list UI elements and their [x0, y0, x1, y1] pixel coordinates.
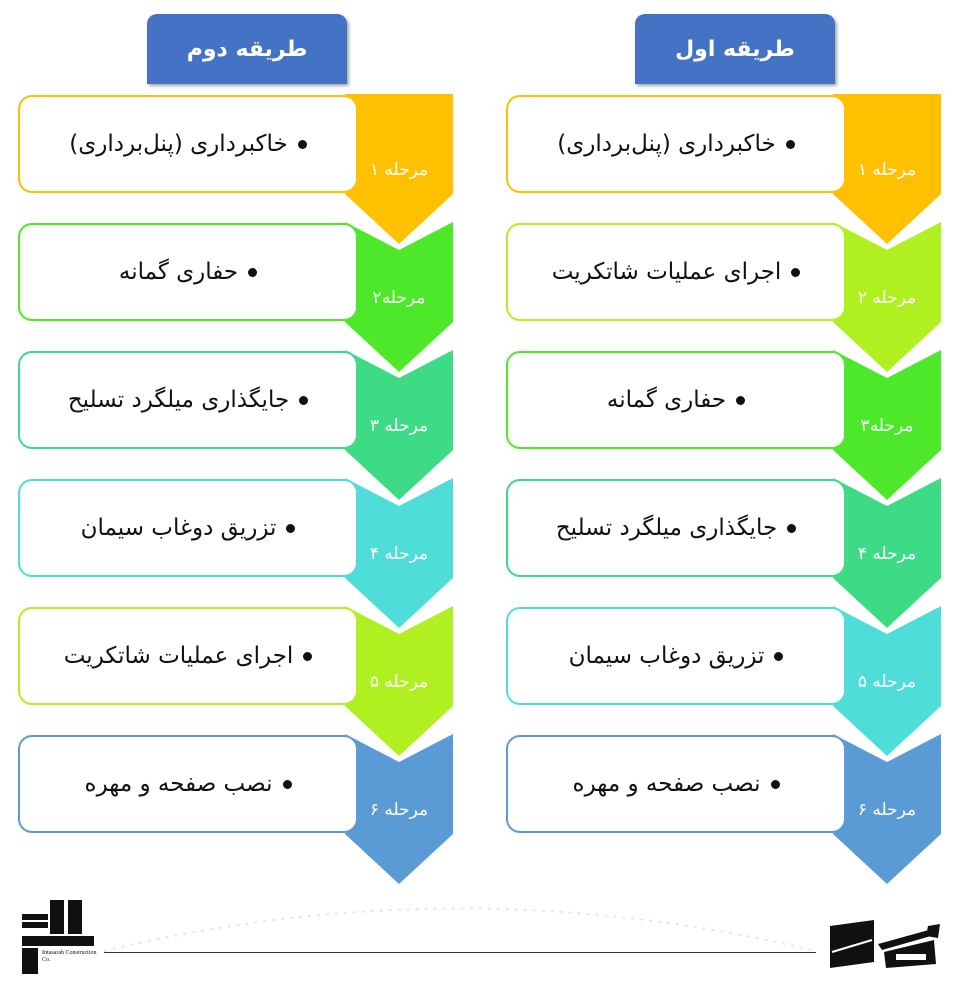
step-box: تزریق دوغاب سیمان — [506, 607, 846, 705]
stage-label: مرحله ۴ — [369, 544, 429, 564]
step-text: نصب صفحه و مهره — [572, 771, 761, 797]
stage-label: مرحله ۱ — [369, 160, 429, 180]
stage-label: مرحله۲ — [372, 288, 426, 308]
stage-chevron — [833, 734, 941, 884]
step-box: اجرای عملیات شاتکریت — [506, 223, 846, 321]
stage-label: مرحله ۵ — [857, 672, 917, 692]
step-box: نصب صفحه و مهره — [18, 735, 358, 833]
step-box: خاکبرداری (پنل‌برداری) — [18, 95, 358, 193]
stage-chevron — [833, 350, 941, 500]
stage-chevron — [345, 478, 453, 628]
bullet-icon — [770, 779, 780, 789]
excavator-icon — [830, 920, 940, 968]
bullet-icon — [787, 523, 797, 533]
stage-label: مرحله ۳ — [369, 416, 429, 436]
stage-chevron — [833, 478, 941, 628]
stage-label: مرحله ۵ — [369, 672, 429, 692]
step-text: نصب صفحه و مهره — [84, 771, 273, 797]
bullet-icon — [297, 139, 307, 149]
footer-divider-line — [104, 952, 816, 953]
bullet-icon — [282, 779, 292, 789]
step-text: خاکبرداری (پنل‌برداری) — [557, 131, 776, 157]
stage-chevron — [345, 606, 453, 756]
step-text: تزریق دوغاب سیمان — [568, 643, 765, 669]
step-text: خاکبرداری (پنل‌برداری) — [69, 131, 288, 157]
stage-label: مرحله ۶ — [857, 800, 917, 820]
step-box: حفاری گمانه — [18, 223, 358, 321]
step-text: اجرای عملیات شاتکریت — [63, 643, 294, 669]
stage-label: مرحله ۶ — [369, 800, 429, 820]
company-logo-left: Intasarah Construction Co. — [20, 898, 100, 980]
stage-chevron — [345, 734, 453, 884]
bullet-icon — [774, 651, 784, 661]
building-logo-icon — [22, 900, 94, 974]
bullet-icon — [299, 395, 309, 405]
stage-label: مرحله ۲ — [857, 288, 917, 308]
method-1-header: طریقه اول — [635, 14, 835, 84]
step-box: جایگذاری میلگرد تسلیح — [506, 479, 846, 577]
stage-chevron — [345, 222, 453, 372]
bullet-icon — [736, 395, 746, 405]
stage-label: مرحله ۱ — [857, 160, 917, 180]
bullet-icon — [286, 523, 296, 533]
step-text: جایگذاری میلگرد تسلیح — [67, 387, 290, 413]
stage-chevron — [345, 350, 453, 500]
step-box: تزریق دوغاب سیمان — [18, 479, 358, 577]
stage-chevron — [833, 222, 941, 372]
bullet-icon — [248, 267, 258, 277]
stage-chevron — [833, 94, 941, 244]
step-box: خاکبرداری (پنل‌برداری) — [506, 95, 846, 193]
machine-logo-right — [826, 918, 942, 974]
stage-label: مرحله ۴ — [857, 544, 917, 564]
step-text: تزریق دوغاب سیمان — [80, 515, 277, 541]
bullet-icon — [303, 651, 313, 661]
step-box: جایگذاری میلگرد تسلیح — [18, 351, 358, 449]
bullet-icon — [791, 267, 801, 277]
stage-label: مرحله۳ — [860, 416, 914, 436]
step-text: جایگذاری میلگرد تسلیح — [555, 515, 778, 541]
stage-chevron — [345, 94, 453, 244]
step-box: اجرای عملیات شاتکریت — [18, 607, 358, 705]
step-text: اجرای عملیات شاتکریت — [551, 259, 782, 285]
company-logo-text: Intasarah Construction Co. — [42, 950, 97, 963]
stage-chevron — [833, 606, 941, 756]
method-2-header: طریقه دوم — [147, 14, 347, 84]
footer-dotted-decoration — [103, 896, 817, 956]
step-text: حفاری گمانه — [606, 387, 727, 413]
step-box: حفاری گمانه — [506, 351, 846, 449]
step-box: نصب صفحه و مهره — [506, 735, 846, 833]
bullet-icon — [785, 139, 795, 149]
step-text: حفاری گمانه — [118, 259, 239, 285]
